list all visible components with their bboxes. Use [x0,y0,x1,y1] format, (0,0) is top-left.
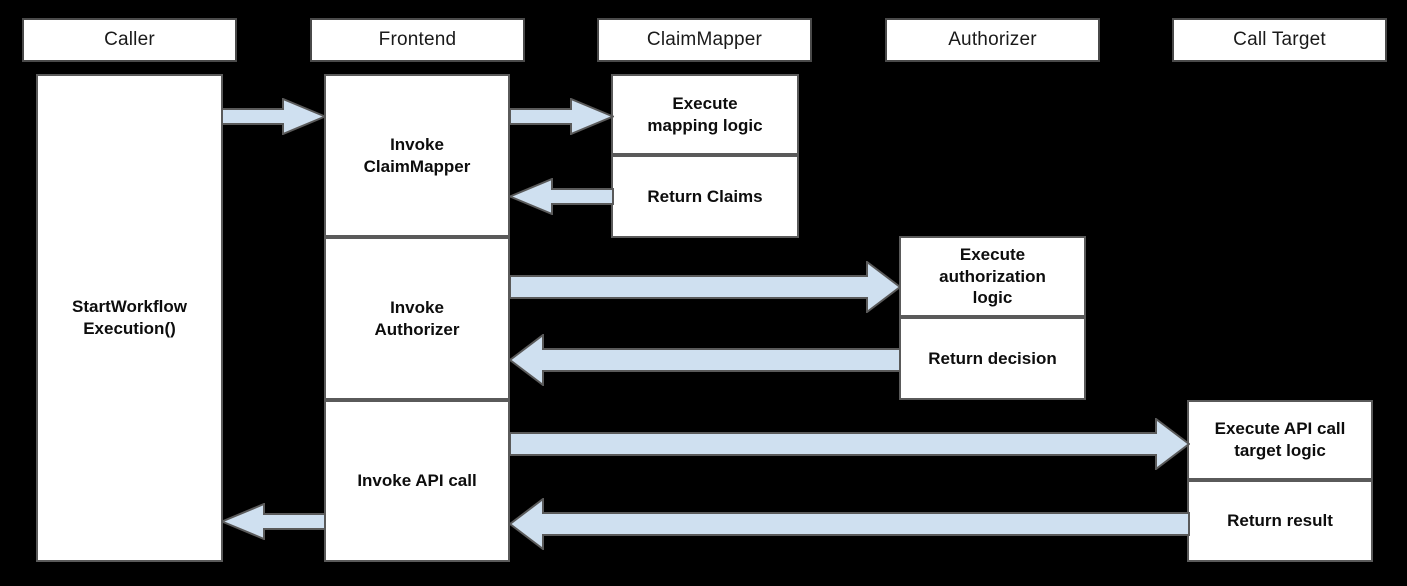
lane-header-frontend[interactable]: Frontend [310,18,525,62]
activation-frontend-invoke-api-call[interactable]: Invoke API call [324,400,510,562]
lane-header-claimmapper[interactable]: ClaimMapper [597,18,812,62]
lane-header-authorizer[interactable]: Authorizer [885,18,1100,62]
arrow-icon-caller-to-frontend [221,98,326,135]
activation-calltarget-return-result[interactable]: Return result [1187,480,1373,562]
arrow-icon-authorizer-to-frontend [509,334,901,386]
lane-header-call-target[interactable]: Call Target [1172,18,1387,62]
arrow-icon-claimmapper-to-frontend [509,178,614,215]
lane-header-frontend-label: Frontend [378,29,457,50]
lane-header-caller-label: Caller [104,29,155,50]
activation-claimmapper-return-claims[interactable]: Return Claims [611,155,799,238]
lane-header-claimmapper-label: ClaimMapper [646,29,763,50]
arrow-icon-call-target-to-frontend [509,498,1190,550]
arrow-icon-frontend-to-authorizer [509,261,901,313]
lane-header-caller[interactable]: Caller [22,18,237,62]
lane-header-call-target-label: Call Target [1233,29,1326,50]
activation-authorizer-return-decision[interactable]: Return decision [899,317,1086,400]
arrow-icon-frontend-to-caller [221,503,326,540]
arrow-icon-frontend-to-call-target [509,418,1190,470]
lane-header-authorizer-label: Authorizer [948,29,1037,50]
arrow-icon-frontend-to-claimmapper [509,98,614,135]
